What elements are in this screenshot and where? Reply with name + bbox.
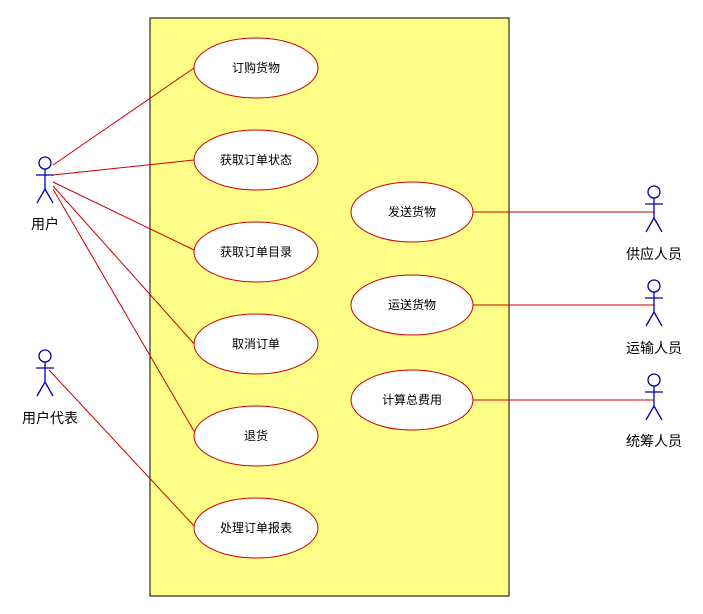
use-cases: 订购货物 获取订单状态 获取订单目录 取消订单 退货 处理订单报表 发送货物 bbox=[193, 37, 474, 559]
use-case-label: 计算总费用 bbox=[382, 392, 442, 407]
use-case-label: 运送货物 bbox=[388, 297, 436, 312]
use-case-label: 退货 bbox=[244, 428, 268, 443]
actor-label: 供应人员 bbox=[626, 246, 682, 263]
actor-transporter[interactable]: 运输人员 bbox=[626, 279, 682, 357]
use-case-report[interactable]: 处理订单报表 bbox=[193, 497, 319, 559]
stick-figure-icon bbox=[645, 185, 663, 233]
use-case-cost[interactable]: 计算总费用 bbox=[350, 369, 474, 431]
association-lines bbox=[48, 67, 654, 529]
use-case-cancel[interactable]: 取消订单 bbox=[193, 313, 319, 375]
use-case-order[interactable]: 订购货物 bbox=[193, 37, 319, 99]
actor-label: 统筹人员 bbox=[626, 433, 682, 450]
actor-label: 用户代表 bbox=[22, 410, 78, 427]
actors: 用户 用户代表 供应人员 bbox=[22, 156, 682, 450]
actor-user[interactable]: 用户 bbox=[31, 156, 59, 233]
use-case-transport[interactable]: 运送货物 bbox=[350, 274, 474, 336]
stick-figure-icon bbox=[36, 349, 54, 397]
association-user-order bbox=[52, 67, 195, 166]
actor-user-rep[interactable]: 用户代表 bbox=[22, 349, 78, 427]
use-case-label: 订购货物 bbox=[232, 60, 280, 75]
use-case-label: 处理订单报表 bbox=[220, 520, 292, 535]
association-user-status bbox=[52, 159, 195, 176]
use-case-label: 获取订单状态 bbox=[220, 153, 292, 167]
use-case-label: 取消订单 bbox=[232, 337, 280, 351]
association-user-catalog bbox=[52, 181, 195, 251]
stick-figure-icon bbox=[645, 373, 663, 421]
actor-supplier[interactable]: 供应人员 bbox=[626, 185, 682, 263]
association-user-rep-report bbox=[48, 369, 197, 529]
actor-label: 运输人员 bbox=[626, 341, 682, 357]
stick-figure-icon bbox=[645, 279, 663, 327]
association-user-return bbox=[52, 188, 199, 439]
use-case-ship[interactable]: 发送货物 bbox=[350, 181, 474, 243]
use-case-status[interactable]: 获取订单状态 bbox=[193, 129, 319, 191]
use-case-label: 发送货物 bbox=[388, 204, 436, 219]
use-case-label: 获取订单目录 bbox=[220, 245, 292, 259]
use-case-catalog[interactable]: 获取订单目录 bbox=[193, 221, 319, 283]
actor-coordinator[interactable]: 统筹人员 bbox=[626, 373, 682, 450]
use-case-return[interactable]: 退货 bbox=[193, 405, 319, 467]
stick-figure-icon bbox=[36, 156, 54, 204]
association-user-cancel bbox=[52, 185, 197, 347]
actor-label: 用户 bbox=[31, 216, 59, 233]
